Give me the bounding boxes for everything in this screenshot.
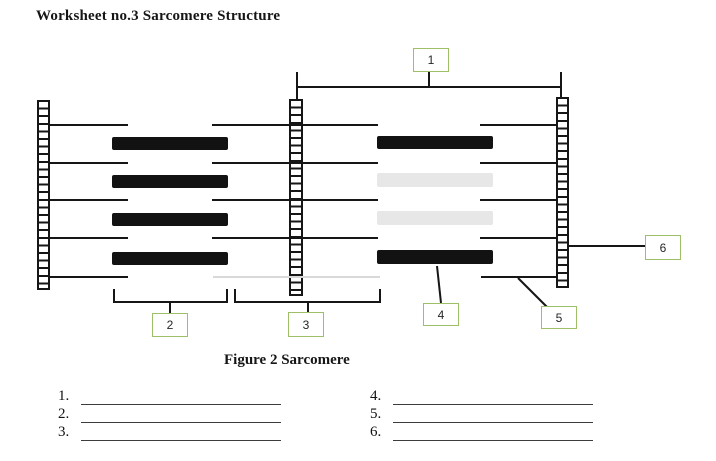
thin-filament-line [480, 124, 556, 126]
z-disc-right [556, 97, 569, 288]
label-6-connector [569, 245, 645, 247]
label-4-connector-line [436, 265, 442, 304]
thick-filament-bar [112, 252, 228, 265]
label-box-3: 3 [288, 312, 324, 337]
thin-filament-line [50, 199, 128, 201]
thin-filament-line [480, 162, 556, 164]
answer-blank-2[interactable] [81, 407, 281, 423]
thin-filament-line [50, 162, 128, 164]
label-box-2: 2 [152, 313, 188, 337]
thin-filament-line [50, 124, 128, 126]
answer-number-2: 2. [58, 406, 70, 422]
thin-filament-line [212, 199, 378, 201]
thick-filament-bar [112, 175, 228, 188]
label-6-text: 6 [659, 240, 667, 255]
figure-caption: Figure 2 Sarcomere [224, 352, 350, 368]
answer-number-4: 4. [370, 388, 382, 404]
answer-blank-3[interactable] [81, 425, 281, 441]
answer-row-5: 5. [370, 406, 593, 423]
label-box-6: 6 [645, 235, 681, 260]
thick-filament-bar [112, 213, 228, 226]
thick-filament-bar [112, 137, 228, 150]
z-disc-left [37, 100, 50, 290]
thin-filament-line [212, 162, 378, 164]
label-5-connector-line [517, 277, 548, 308]
thick-filament-bar [377, 250, 493, 264]
label-3-text: 3 [302, 317, 310, 332]
sarcomere-span-line [297, 86, 561, 88]
thin-filament-line [480, 199, 556, 201]
thin-filament-line [212, 237, 378, 239]
answer-row-2: 2. [58, 406, 281, 423]
answer-row-1: 1. [58, 388, 281, 405]
span-left-tick [296, 72, 298, 99]
bracket-2 [113, 289, 228, 303]
answer-number-1: 1. [58, 388, 70, 404]
answer-number-3: 3. [58, 424, 70, 440]
span-right-tick [560, 72, 562, 97]
label-box-1: 1 [413, 48, 449, 72]
label-2-connector [169, 303, 171, 313]
page-title: Worksheet no.3 Sarcomere Structure [36, 8, 281, 24]
answer-blank-1[interactable] [81, 389, 281, 405]
label-box-5: 5 [541, 306, 577, 329]
thin-filament-line [50, 276, 128, 278]
bracket-3 [234, 289, 381, 303]
answer-row-3: 3. [58, 424, 281, 441]
thin-filament-line [50, 237, 128, 239]
thick-filament-bar [377, 136, 493, 149]
thin-filament-line [481, 276, 556, 278]
thick-filament-bar-faded [377, 211, 493, 225]
answer-row-6: 6. [370, 424, 593, 441]
label-4-text: 4 [437, 307, 445, 322]
thin-filament-line [212, 124, 378, 126]
thin-filament-line-faded [213, 276, 380, 278]
answer-blank-4[interactable] [393, 389, 593, 405]
thin-filament-line [480, 237, 556, 239]
z-disc-middle [289, 99, 303, 296]
thick-filament-bar-faded [377, 173, 493, 187]
answer-row-4: 4. [370, 388, 593, 405]
label-5-text: 5 [555, 310, 563, 325]
answer-blank-5[interactable] [393, 407, 593, 423]
label-3-connector [307, 303, 309, 313]
answer-number-6: 6. [370, 424, 382, 440]
answer-blank-6[interactable] [393, 425, 593, 441]
label-2-text: 2 [166, 318, 174, 332]
label-1-connector [428, 72, 430, 86]
answer-number-5: 5. [370, 406, 382, 422]
label-1-text: 1 [427, 53, 435, 67]
label-box-4: 4 [423, 303, 459, 326]
